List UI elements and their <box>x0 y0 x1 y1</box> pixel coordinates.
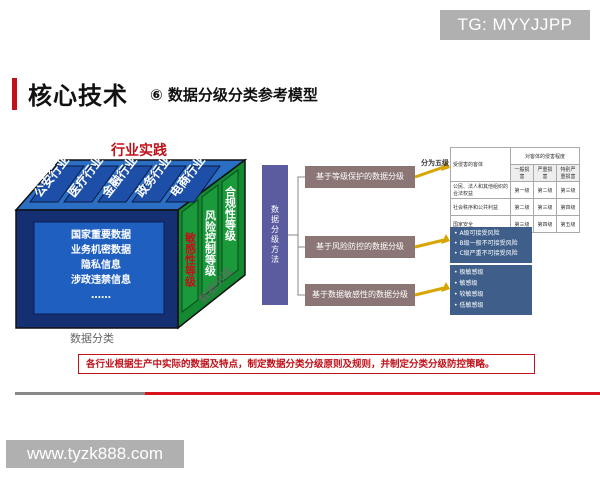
arrow-head <box>441 282 450 292</box>
industry-slab <box>165 165 221 203</box>
method-row-sensitivity: 基于数据敏感性的数据分级 <box>305 284 415 306</box>
grade-band <box>201 184 219 298</box>
arrow-to-risk <box>414 238 445 249</box>
table-cell: 第四级 <box>556 198 580 216</box>
footer-divider-red <box>145 392 600 395</box>
table-cell: 第二级 <box>533 181 557 199</box>
industry-slab <box>97 165 153 203</box>
watermark-bottom: www.tyzk888.com <box>6 440 184 468</box>
grade-label-sensitivity: 敏感性等级 <box>184 231 198 288</box>
sensitivity-level-list: • 极敏感级 • 敏感级 • 较敏感级 • 低敏感级 <box>450 265 532 315</box>
table-header-object: 受侵害的客体 <box>450 147 511 182</box>
method-row-risk: 基于风险防控的数据分级 <box>305 236 415 258</box>
table-cell: 第四级 <box>533 215 557 233</box>
table-cell: 第一级 <box>510 181 534 199</box>
risk-level-text: B级一般不可接受风险 <box>459 240 518 247</box>
industry-slab <box>29 165 85 203</box>
grade-label-compliance: 合规性等级 <box>224 185 238 242</box>
method-row-protection: 基于等级保护的数据分级 <box>305 166 415 188</box>
table-header-degree: 对客体的侵害程度 <box>510 147 580 165</box>
sensitivity-level-text: 极敏感级 <box>459 269 484 276</box>
arrow-to-table <box>414 165 445 179</box>
list-item: • 较敏感级 <box>454 291 484 298</box>
title-accent-bar <box>12 78 17 110</box>
grading-method-box: 数据分级方法 <box>262 165 288 305</box>
grade-band <box>181 199 199 313</box>
table-row: 公民、法人和其他组织的合法权益 第一级 第二级 第三级 <box>450 181 580 199</box>
summary-banner <box>78 354 535 374</box>
table-cell: 第三级 <box>556 181 580 199</box>
classification-item: 涉政违禁信息 <box>71 275 131 286</box>
table-row: 社会秩序和公共利益 第二级 第三级 第四级 <box>450 198 580 216</box>
watermark-top: TG: MYYJJPP <box>440 10 590 40</box>
arrow-head <box>441 234 450 244</box>
classification-item: 业务机密数据 <box>71 245 131 256</box>
industry-slab <box>131 165 187 203</box>
classification-item: …… <box>91 290 111 301</box>
axis-label-classification: 数据分类 <box>70 332 114 345</box>
classification-item: 隐私信息 <box>81 260 121 271</box>
industry-slab <box>63 165 119 203</box>
table-cell-object: 社会秩序和公共利益 <box>450 198 511 216</box>
list-item: • C级严重不可接受风险 <box>454 250 518 257</box>
list-item: • 敏感级 <box>454 280 478 287</box>
list-item: • A级可接受风险 <box>454 230 500 237</box>
table-col-header: 特别严重损害 <box>556 164 580 182</box>
page-subtitle: ⑥ 数据分级分类参考模型 <box>150 86 318 104</box>
summary-banner-text: 各行业根据生产中实际的数据及特点，制定数据分类分级原则及规则，并制定分类分级防控… <box>86 359 495 370</box>
list-item: • 极敏感级 <box>454 269 484 276</box>
table-cell: 第三级 <box>533 198 557 216</box>
sensitivity-level-text: 较敏感级 <box>459 291 484 298</box>
risk-level-text: C级严重不可接受风险 <box>459 250 518 257</box>
footer-divider-gray <box>15 392 145 395</box>
arrow-to-sensitivity <box>414 286 445 297</box>
classification-item: 国家重要数据 <box>71 230 131 241</box>
page-title: 核心技术 <box>28 82 128 110</box>
table-cell-object: 公民、法人和其他组织的合法权益 <box>450 181 511 199</box>
table-col-header: 严重损害 <box>533 164 557 182</box>
grading-method-label: 数据分级方法 <box>271 205 279 264</box>
connector-line <box>297 176 305 296</box>
risk-level-text: A级可接受风险 <box>459 230 500 237</box>
list-item: • 低敏感级 <box>454 302 484 309</box>
industry-practice-title: 行业实践 <box>111 143 167 159</box>
cube-front-panel <box>33 221 165 315</box>
harm-level-table: 受侵害的客体 对客体的侵害程度 一般损害 严重损害 特别严重损害 公民、法人和其… <box>450 147 580 233</box>
sensitivity-level-text: 敏感级 <box>459 280 478 287</box>
sensitivity-level-text: 低敏感级 <box>459 302 484 309</box>
risk-level-list: • A级可接受风险 • B级一般不可接受风险 • C级严重不可接受风险 <box>450 227 532 263</box>
table-cell: 第二级 <box>510 198 534 216</box>
table-cell: 第五级 <box>556 215 580 233</box>
arrow-head <box>441 160 450 171</box>
grade-band <box>221 169 239 283</box>
table-col-header: 一般损害 <box>510 164 534 182</box>
list-item: • B级一般不可接受风险 <box>454 240 518 247</box>
data-classification-list: 国家重要数据 业务机密数据 隐私信息 涉政违禁信息 …… <box>38 228 164 303</box>
grade-label-risk: 风险控制等级 <box>204 209 218 277</box>
five-level-label: 分为五级 <box>421 159 449 167</box>
industry-slabs <box>29 165 221 203</box>
